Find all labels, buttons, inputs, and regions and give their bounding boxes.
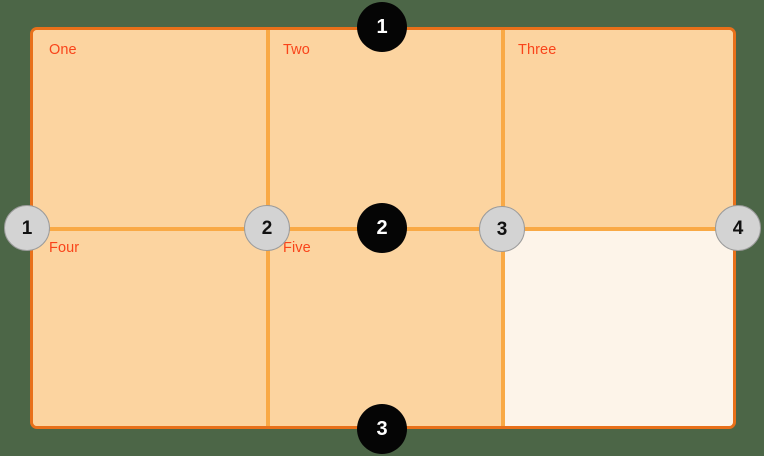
grid-cell-label-two: Two <box>283 42 310 58</box>
column-handle-2-label: 2 <box>261 217 273 239</box>
row-handle-2-label: 2 <box>376 217 388 239</box>
row-handle-1-label: 1 <box>376 16 388 38</box>
grid-cell-empty[interactable] <box>502 228 733 426</box>
column-handle-1[interactable]: 1 <box>4 205 50 251</box>
column-handle-4-label: 4 <box>732 217 744 239</box>
row-handle-3-label: 3 <box>376 418 388 440</box>
grid-cell-label-one: One <box>49 42 77 58</box>
column-handle-1-label: 1 <box>21 217 33 239</box>
column-handle-2[interactable]: 2 <box>244 205 290 251</box>
column-handle-4[interactable]: 4 <box>715 205 761 251</box>
column-handle-3-label: 3 <box>496 218 508 240</box>
grid-cell-label-three: Three <box>518 42 557 58</box>
grid-cell-two[interactable]: Two <box>267 30 502 228</box>
grid-cell-five[interactable]: Five <box>267 228 502 426</box>
grid-cell-one[interactable]: One <box>33 30 267 228</box>
grid-cell-label-five: Five <box>283 240 311 256</box>
grid-cell-three[interactable]: Three <box>502 30 733 228</box>
grid-cell-four[interactable]: Four <box>33 228 267 426</box>
row-handle-3[interactable]: 3 <box>357 404 407 454</box>
grid-container: One Two Three Four Five <box>30 27 736 429</box>
column-handle-3[interactable]: 3 <box>479 206 525 252</box>
row-handle-1[interactable]: 1 <box>357 2 407 52</box>
row-handle-2[interactable]: 2 <box>357 203 407 253</box>
grid-cell-label-four: Four <box>49 240 80 256</box>
